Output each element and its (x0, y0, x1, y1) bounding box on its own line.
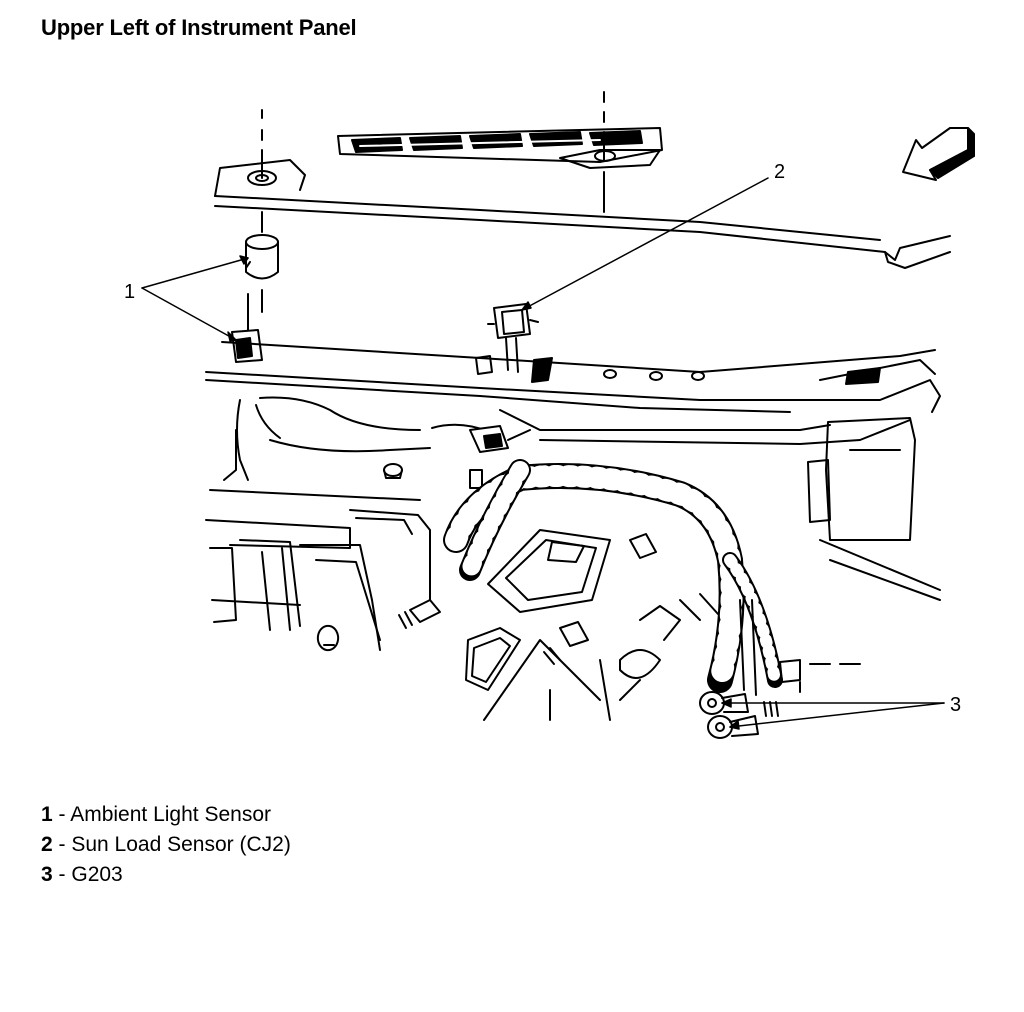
direction-arrow-icon (902, 127, 975, 181)
legend-number: 1 (41, 803, 53, 826)
legend-number: 2 (41, 833, 53, 856)
wiring-harness (431, 423, 783, 696)
legend-text: G203 (71, 863, 123, 886)
ground-terminals-g203 (699, 691, 779, 739)
legend-number: 3 (41, 863, 53, 886)
legend-item: 1 - Ambient Light Sensor (41, 800, 291, 830)
callout-number-1: 1 (124, 281, 135, 303)
legend-item: 3 - G203 (41, 860, 291, 890)
legend-separator: - (52, 803, 71, 826)
legend: 1 - Ambient Light Sensor 2 - Sun Load Se… (41, 800, 291, 890)
instrument-panel-carrier (205, 341, 941, 601)
dash-top-panel (214, 91, 951, 269)
left-duct-housing (205, 396, 431, 652)
page-title: Upper Left of Instrument Panel (41, 15, 357, 40)
fasteners (398, 533, 861, 693)
callout-number-3: 3 (950, 694, 961, 716)
legend-separator: - (52, 863, 72, 886)
legend-item: 2 - Sun Load Sensor (CJ2) (41, 830, 291, 860)
ambient-light-sensor (231, 211, 279, 363)
legend-text: Ambient Light Sensor (70, 803, 271, 826)
sun-load-sensor (475, 303, 553, 383)
legend-text: Sun Load Sensor (CJ2) (71, 833, 291, 856)
callout-number-2: 2 (774, 161, 785, 183)
leader-lines (141, 177, 945, 730)
center-bracket (465, 529, 681, 721)
defroster-grille (337, 127, 663, 163)
legend-separator: - (52, 833, 72, 856)
